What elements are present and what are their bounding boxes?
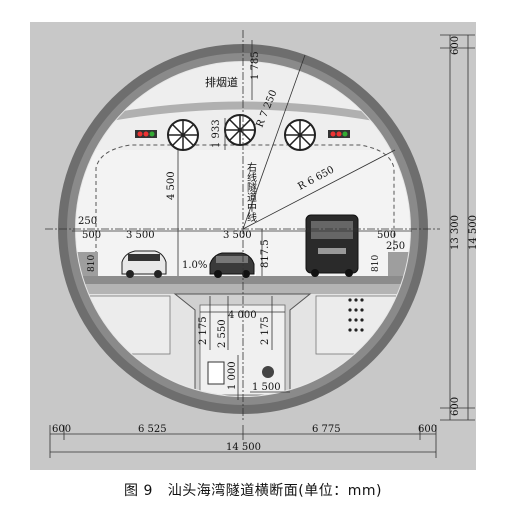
signal-lamps-left bbox=[135, 130, 157, 138]
dim-bottom-1500: 1 500 bbox=[252, 382, 281, 393]
dim-right-6775: 6 775 bbox=[312, 424, 341, 435]
cable-trays-right bbox=[348, 298, 364, 332]
dim-lane-right: 3 500 bbox=[223, 230, 252, 241]
car-center bbox=[209, 252, 255, 278]
road-slab bbox=[76, 284, 410, 294]
dim-clear-height: 4 500 bbox=[166, 171, 177, 200]
dim-curb-left: 250 bbox=[78, 216, 97, 227]
right-line-centerline-label: 右线隧道中线 bbox=[245, 161, 257, 222]
dim-inner-diameter: 13 300 bbox=[450, 215, 461, 250]
car-left bbox=[121, 250, 167, 278]
smoke-duct-slab bbox=[85, 101, 400, 126]
dim-gallery-width: 4 000 bbox=[228, 310, 257, 321]
radius-leader-inner bbox=[242, 149, 396, 230]
dim-road-to-center: 817.5 bbox=[260, 239, 271, 268]
figure-number: 图 9 bbox=[124, 483, 153, 499]
dim-right-600: 600 bbox=[418, 424, 437, 435]
dim-gallery-h3: 2 175 bbox=[260, 316, 271, 345]
signal-lamps-right bbox=[328, 130, 350, 138]
dim-gutter-left: 810 bbox=[87, 255, 97, 272]
gallery-space bbox=[199, 304, 286, 396]
dim-sidewalk-right: 500 bbox=[377, 230, 396, 241]
dim-fan-zone: 1 933 bbox=[211, 119, 222, 148]
figure-title: 汕头海湾隧道横断面(单位：mm) bbox=[167, 483, 382, 499]
dim-gallery-h1: 2 175 bbox=[198, 316, 209, 345]
dim-left-6525: 6 525 bbox=[138, 424, 167, 435]
drain-pipe bbox=[262, 366, 274, 378]
dim-outer-diameter: 14 500 bbox=[468, 215, 479, 250]
dim-lane-left: 3 500 bbox=[126, 230, 155, 241]
gallery-cabinet bbox=[207, 361, 225, 385]
figure-caption: 图 9 汕头海湾隧道横断面(单位：mm) bbox=[0, 480, 506, 500]
slope-label: 1.0% bbox=[182, 260, 207, 271]
dim-gutter-right: 810 bbox=[371, 255, 381, 272]
dim-left-600: 600 bbox=[52, 424, 71, 435]
dim-curb-right: 250 bbox=[386, 241, 405, 252]
left-curb bbox=[76, 252, 98, 276]
dim-bottom-1000: 1 000 bbox=[227, 361, 238, 390]
radius-leader-outer bbox=[242, 54, 306, 230]
dim-bottom-segment: 600 bbox=[450, 397, 461, 416]
dim-top-segment: 600 bbox=[450, 36, 461, 55]
dim-total-width: 14 500 bbox=[226, 442, 261, 453]
smoke-duct-label: 排烟道 bbox=[205, 75, 238, 89]
dim-gallery-h2: 2 550 bbox=[217, 319, 228, 348]
jet-fan-center bbox=[224, 114, 256, 146]
jet-fan-left bbox=[167, 119, 199, 151]
dim-sidewalk-left: 500 bbox=[82, 230, 101, 241]
jet-fan-right bbox=[284, 119, 316, 151]
right-curb bbox=[388, 252, 410, 276]
bus-right bbox=[305, 214, 359, 277]
dim-duct-height: 1 785 bbox=[250, 51, 261, 80]
